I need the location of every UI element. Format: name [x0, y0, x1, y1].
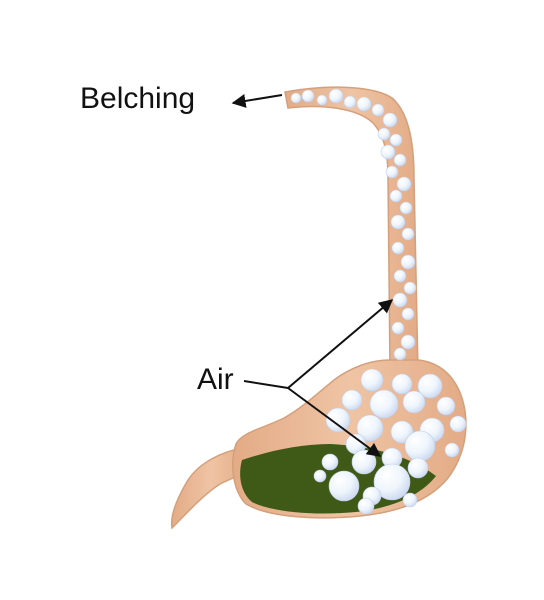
air-bubbles	[290, 88, 467, 515]
air-bubble	[357, 497, 375, 515]
air-bubble	[290, 92, 302, 104]
air-bubble	[401, 307, 415, 321]
air-bubble	[391, 321, 405, 335]
air-bubble	[389, 189, 403, 203]
air-bubble	[369, 389, 399, 419]
air-bubble	[356, 414, 384, 442]
air-bubble	[325, 407, 351, 433]
air-bubble	[396, 176, 412, 192]
air-bubble	[402, 492, 418, 508]
air-bubble	[436, 396, 456, 416]
air-bubble	[316, 94, 328, 106]
air-arrow-stomach	[287, 387, 382, 457]
air-bubble	[392, 292, 408, 308]
air-bubble	[356, 96, 372, 112]
air-bubble	[382, 112, 398, 128]
air-bubble	[400, 334, 416, 350]
air-bubble	[371, 103, 385, 117]
air-bubble	[401, 227, 415, 241]
air-bubble	[301, 89, 315, 103]
air-bubble	[403, 281, 417, 295]
air-bubble	[400, 254, 416, 270]
air-label-leader	[243, 380, 289, 389]
air-bubble	[404, 430, 436, 462]
air-bubble	[391, 373, 413, 395]
air-bubble	[390, 214, 406, 230]
air-bubble	[399, 201, 413, 215]
air-bubble	[343, 95, 357, 109]
air-bubble	[417, 373, 443, 399]
air-bubble	[393, 153, 407, 167]
air-bubble	[380, 144, 396, 160]
belching-arrow	[231, 94, 283, 108]
air-bubble	[407, 457, 429, 479]
air-bubble	[402, 390, 426, 414]
belching-label: Belching	[80, 82, 195, 115]
air-bubble	[360, 368, 384, 392]
air-bubble	[444, 442, 460, 458]
air-bubble	[341, 389, 363, 411]
air-bubble	[328, 88, 344, 104]
air-bubble	[391, 241, 405, 255]
air-bubble	[373, 463, 411, 501]
air-bubble	[351, 449, 377, 475]
air-bubble	[321, 453, 339, 471]
air-bubble	[389, 133, 403, 147]
air-bubble	[313, 469, 327, 483]
air-bubble	[393, 269, 407, 283]
air-label: Air	[197, 363, 234, 396]
air-bubble	[385, 165, 399, 179]
air-bubble	[377, 127, 391, 141]
duodenum	[170, 447, 251, 530]
air-bubble	[328, 470, 360, 502]
air-arrow-esophagus	[287, 299, 394, 389]
air-bubble	[449, 415, 467, 433]
air-bubble	[393, 347, 407, 361]
